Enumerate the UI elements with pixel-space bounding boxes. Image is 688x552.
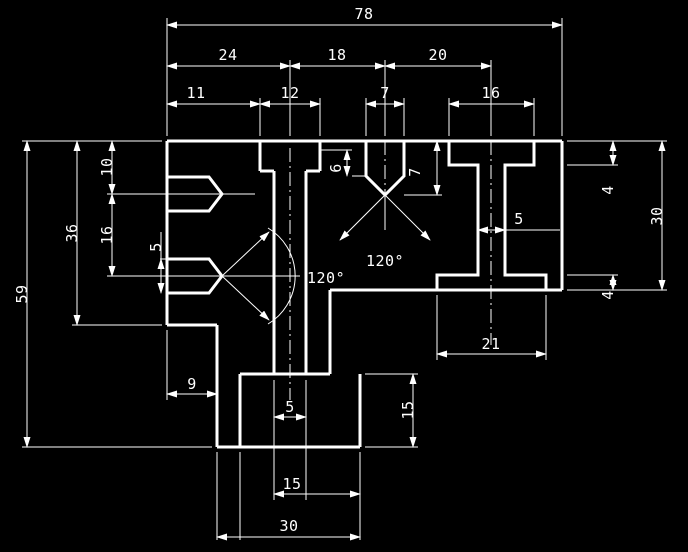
dimension-leaders (160, 229, 560, 276)
angle-callout-center (339, 194, 431, 241)
dim-text-10: 10 (98, 157, 116, 176)
dim-text-7: 7 (380, 84, 390, 102)
dim-text-20: 20 (428, 46, 447, 64)
dim-text-angle-center: 120° (366, 252, 404, 270)
dim-text-4-top: 4 (599, 185, 617, 195)
dim-text-5-tslot: 5 (514, 210, 524, 228)
dim-text-30-right: 30 (648, 206, 666, 225)
angle-callout-left (221, 227, 300, 325)
dim-text-15: 15 (282, 475, 301, 493)
right-t-slot (435, 141, 548, 290)
dim-text-15-vert: 15 (399, 400, 417, 419)
center-slot (258, 141, 322, 374)
dim-text-30-bottom: 30 (279, 517, 298, 535)
dim-text-24: 24 (218, 46, 237, 64)
dim-text-5-boss: 5 (285, 398, 295, 416)
dim-text-9: 9 (187, 375, 197, 393)
dim-text-6: 6 (327, 163, 345, 173)
dim-text-21: 21 (481, 335, 500, 353)
dim-text-18: 18 (327, 46, 346, 64)
dimension-text-group: 78 24 18 20 11 12 7 16 59 36 10 16 30 4 … (13, 5, 666, 535)
dim-text-16-top: 16 (481, 84, 500, 102)
dim-text-11: 11 (186, 84, 205, 102)
dim-text-12: 12 (280, 84, 299, 102)
dim-text-7-depth: 7 (406, 167, 424, 177)
dim-text-59: 59 (13, 284, 31, 303)
part-outline (165, 139, 564, 449)
dimension-lines (23, 21, 666, 541)
dim-text-5-hole: 5 (147, 242, 165, 252)
dim-text-angle-left: 120° (307, 269, 345, 287)
dim-text-16-left: 16 (98, 225, 116, 244)
dim-text-36: 36 (63, 223, 81, 242)
dim-text-4-bottom: 4 (599, 290, 617, 300)
dim-text-78: 78 (354, 5, 373, 23)
